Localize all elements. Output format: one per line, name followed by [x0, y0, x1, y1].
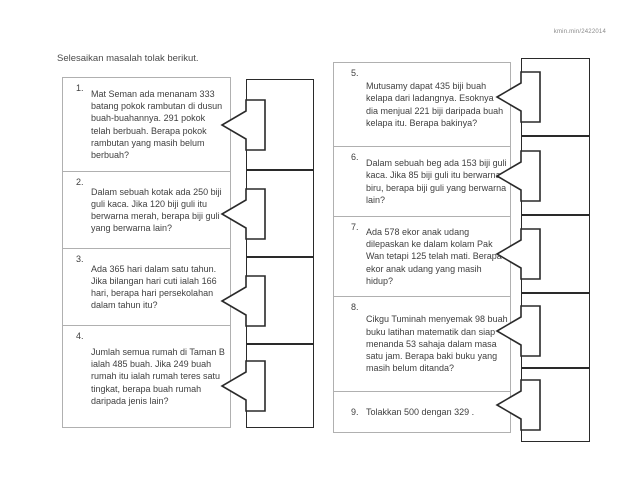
answer-box-7 — [495, 215, 590, 293]
problem-5-text: Mutusamy dapat 435 biji buah kelapa dari… — [366, 81, 504, 128]
problem-3: 3. Ada 365 hari dalam satu tahun. Jika b… — [63, 248, 230, 325]
problem-6: 6. Dalam sebuah beg ada 153 biji guli ka… — [334, 146, 510, 216]
answer-box-6 — [495, 136, 590, 215]
problem-9-number: 9. — [351, 406, 359, 417]
problem-2-number: 2. — [76, 177, 84, 187]
worksheet-instruction: Selesaikan masalah tolak berikut. — [57, 53, 199, 64]
problem-9: 9. Tolakkan 500 dengan 329 . — [334, 391, 510, 432]
problem-7-text: Ada 578 ekor anak udang dilepaskan ke da… — [366, 226, 502, 286]
problem-7-number: 7. — [351, 222, 359, 232]
problem-5: 5. Mutusamy dapat 435 biji buah kelapa d… — [334, 63, 510, 146]
left-arrow-callout-icon — [220, 187, 266, 240]
answer-box-1 — [220, 79, 314, 170]
problem-6-number: 6. — [351, 152, 359, 162]
problem-3-text: Ada 365 hari dalam satu tahun. Jika bila… — [91, 263, 217, 311]
answer-box-4 — [220, 344, 314, 428]
left-arrow-callout-icon — [220, 98, 266, 151]
problem-8-number: 8. — [351, 302, 359, 312]
answer-box-2 — [220, 170, 314, 257]
problem-1-number: 1. — [76, 83, 84, 93]
problem-1: 1. Mat Seman ada menanam 333 batang poko… — [63, 78, 230, 171]
problem-5-number: 5. — [351, 68, 359, 78]
answer-box-5 — [495, 58, 590, 136]
problem-3-number: 3. — [76, 254, 84, 264]
answer-box-8 — [495, 293, 590, 368]
problem-4-text: Jumlah semua rumah di Taman B ialah 485 … — [91, 346, 225, 406]
problem-1-text: Mat Seman ada menanam 333 batang pokok r… — [91, 88, 223, 160]
left-arrow-callout-icon — [495, 228, 541, 280]
left-arrow-callout-icon — [495, 304, 541, 357]
answer-box-9 — [495, 368, 590, 442]
left-arrow-callout-icon — [495, 379, 541, 431]
problem-4-number: 4. — [76, 331, 84, 341]
question-box-right: 5. Mutusamy dapat 435 biji buah kelapa d… — [333, 62, 511, 433]
problem-2-text: Dalam sebuah kotak ada 250 biji guli kac… — [91, 186, 222, 234]
problem-8: 8. Cikgu Tuminah menyemak 98 buah buku l… — [334, 296, 510, 391]
problem-4: 4. Jumlah semua rumah di Taman B ialah 4… — [63, 325, 230, 427]
problem-8-text: Cikgu Tuminah menyemak 98 buah buku lati… — [366, 314, 508, 374]
left-arrow-callout-icon — [495, 149, 541, 202]
problem-7: 7. Ada 578 ekor anak udang dilepaskan ke… — [334, 216, 510, 296]
left-arrow-callout-icon — [220, 274, 266, 327]
question-box-left: 1. Mat Seman ada menanam 333 batang poko… — [62, 77, 231, 428]
problem-9-text: Tolakkan 500 dengan 329 . — [366, 406, 475, 417]
left-arrow-callout-icon — [495, 71, 541, 123]
answer-box-3 — [220, 257, 314, 344]
problem-6-text: Dalam sebuah beg ada 153 biji guli kaca.… — [366, 158, 507, 205]
left-arrow-callout-icon — [220, 360, 266, 412]
problem-2: 2. Dalam sebuah kotak ada 250 biji guli … — [63, 171, 230, 248]
reference-number: kmin.min/2422014 — [553, 29, 606, 35]
